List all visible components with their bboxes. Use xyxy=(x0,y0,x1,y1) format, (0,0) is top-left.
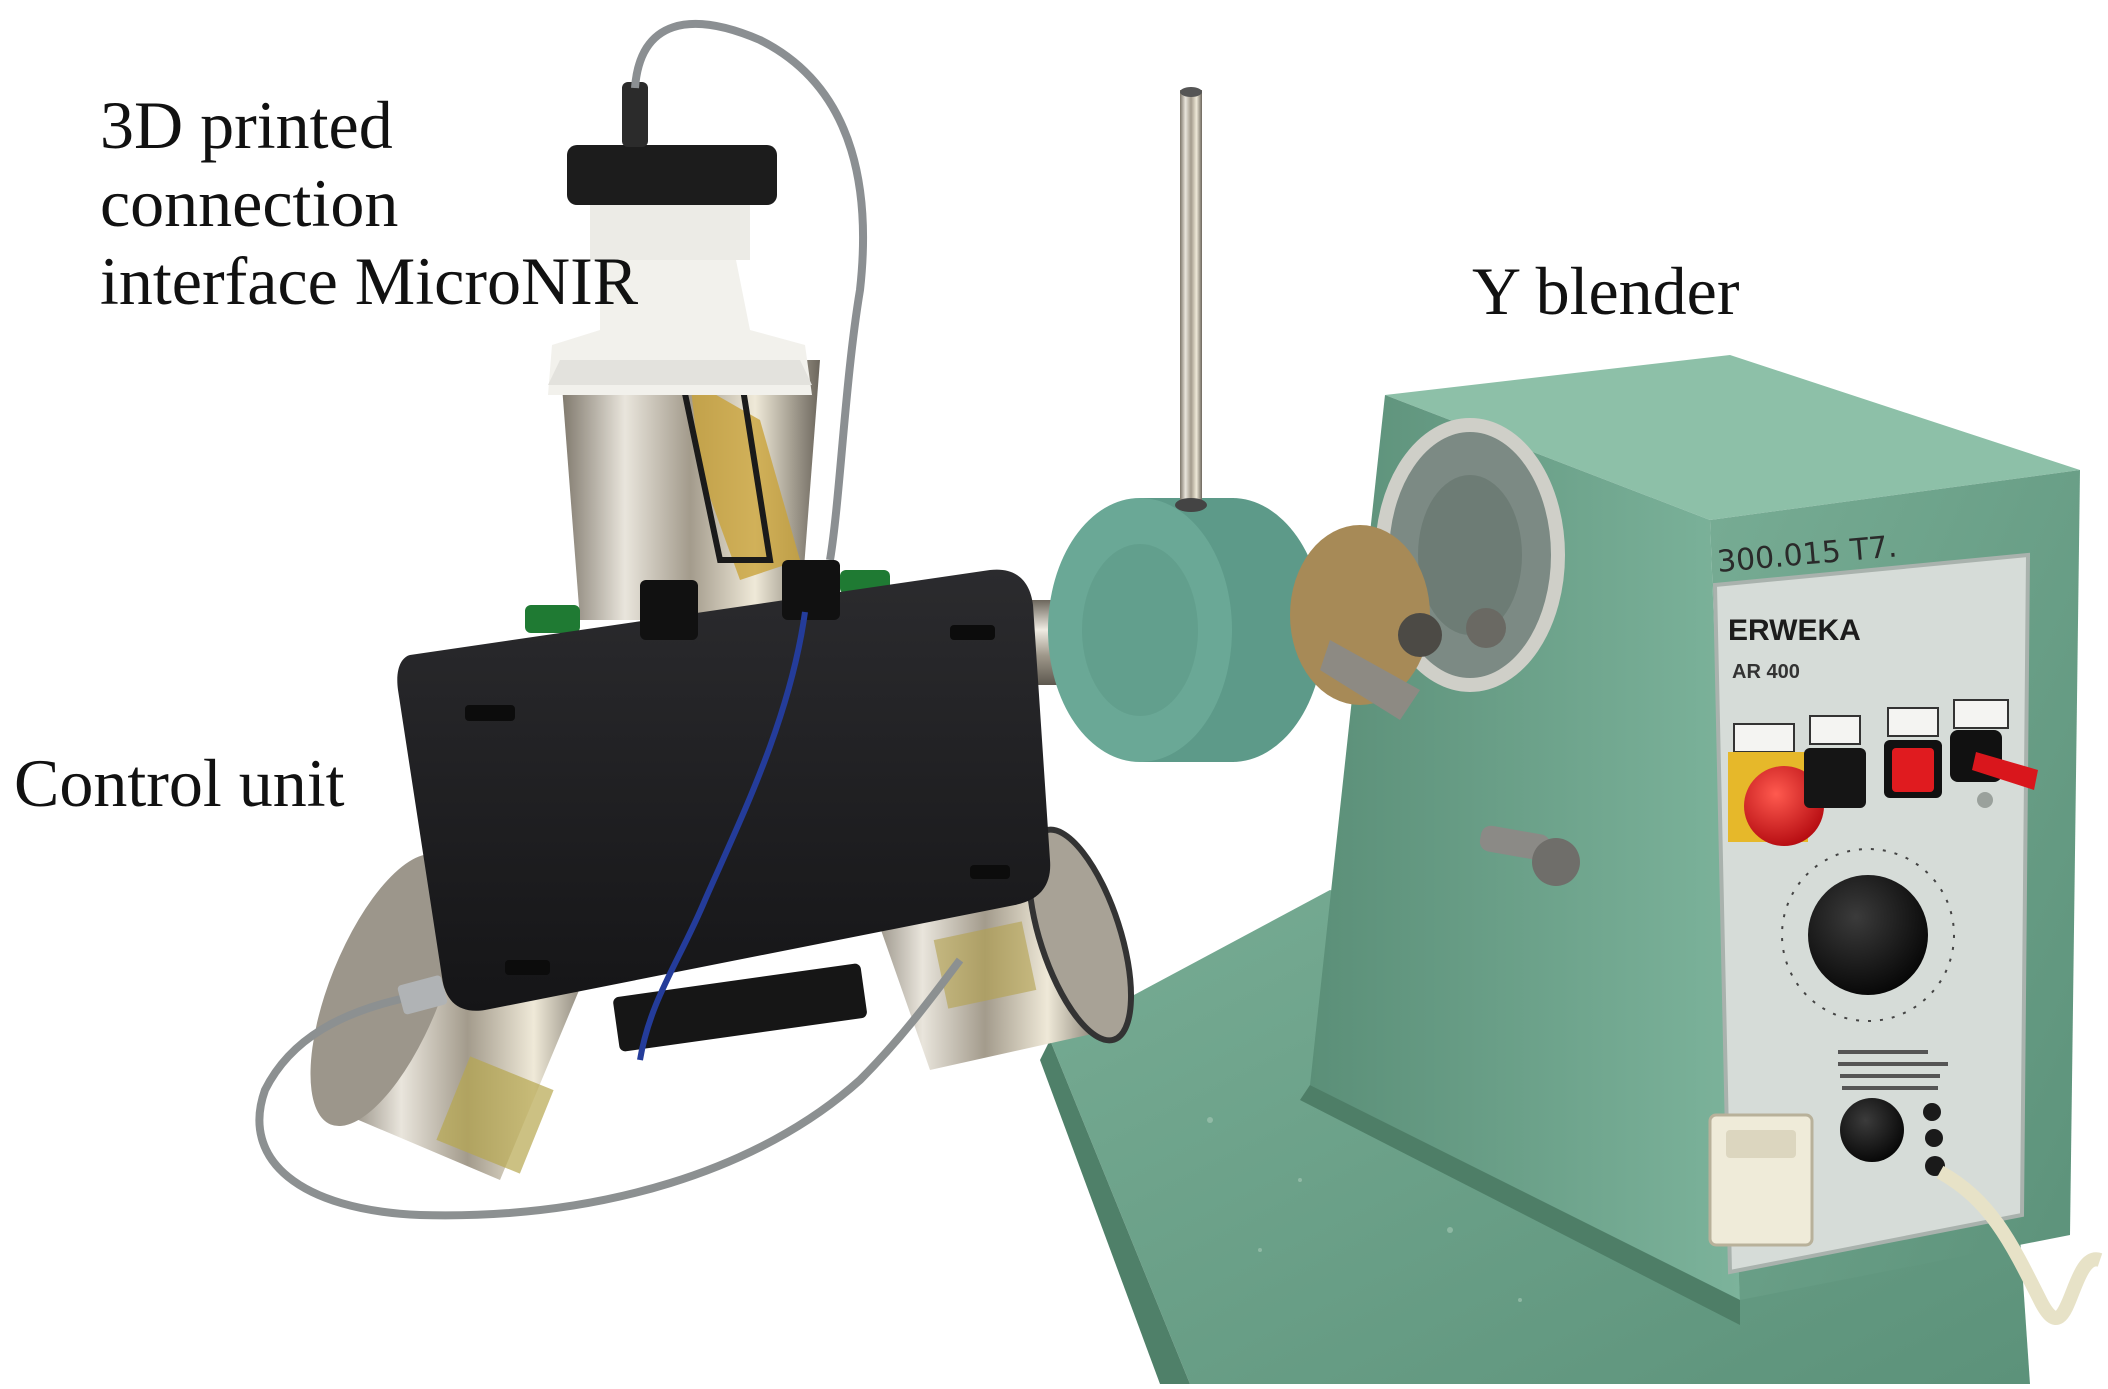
usb-cable-blue xyxy=(637,611,808,1061)
panel-brand: ERWEKA xyxy=(1728,614,1861,647)
speed-dial-knob[interactable] xyxy=(1808,875,1928,995)
power-cable xyxy=(1936,1165,2103,1325)
label-interface-line2: connection xyxy=(100,165,399,241)
stirrer-rod xyxy=(1180,90,1202,510)
button-label-plates xyxy=(1733,699,2009,753)
stop-button[interactable] xyxy=(1892,748,1934,792)
panel-jacks xyxy=(1923,1103,1945,1176)
label-3d-printed-interface: 3D printed connection interface MicroNIR xyxy=(100,86,638,320)
data-cable-gray xyxy=(255,957,964,1220)
speed-dial-scale xyxy=(1781,848,1955,1022)
label-y-blender: Y blender xyxy=(1472,253,1740,329)
shaft-hub xyxy=(1048,498,1324,762)
fuse-knob[interactable] xyxy=(1840,1098,1904,1162)
lower-panel-text-block xyxy=(1838,1050,1948,1090)
start-button[interactable] xyxy=(1804,748,1866,808)
sensor-cable xyxy=(631,19,868,561)
label-interface-line1: 3D printed xyxy=(100,87,393,163)
micronir-interface xyxy=(548,82,812,395)
direction-switch[interactable] xyxy=(1950,730,2038,790)
panel-screw xyxy=(1977,792,1993,808)
label-interface-line3: interface MicroNIR xyxy=(100,243,639,319)
side-handle[interactable] xyxy=(1478,824,1580,886)
power-socket[interactable] xyxy=(1708,1113,1814,1247)
control-unit-tablet xyxy=(397,560,1051,1052)
panel-model: AR 400 xyxy=(1732,661,1800,683)
eccentric-linkage xyxy=(1290,525,1506,720)
label-control-unit: Control unit xyxy=(14,745,345,821)
usb-plug xyxy=(397,975,448,1015)
